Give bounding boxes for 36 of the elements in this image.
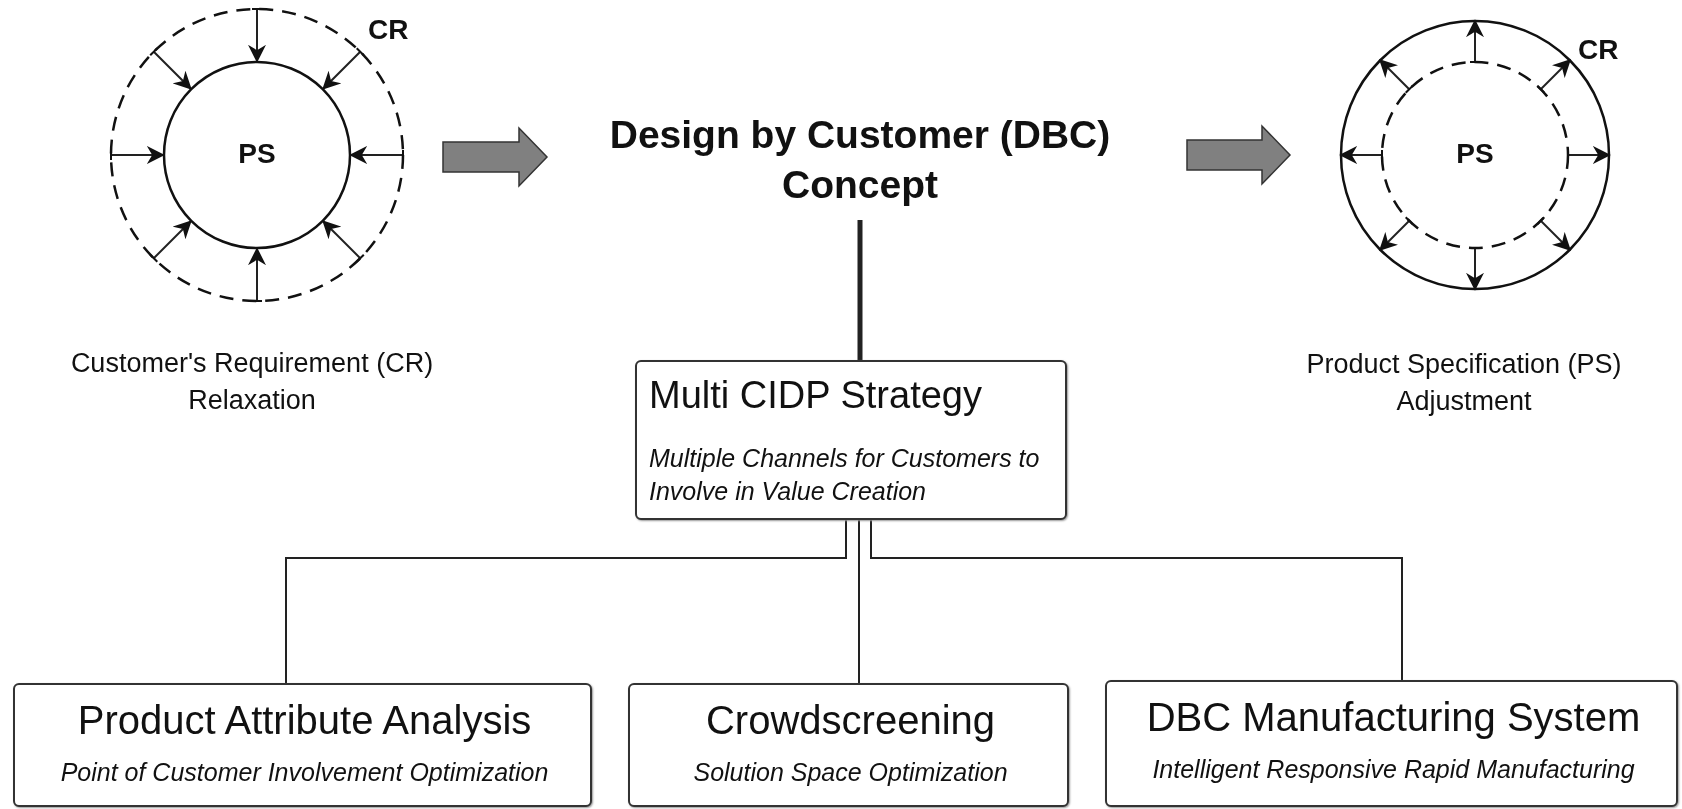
process-box [1105, 680, 1678, 807]
box-heading: Crowdscreening [705, 697, 996, 744]
node-label: Design by Customer (DBC) Concept [608, 112, 1112, 208]
connector-line [110, 146, 165, 164]
circle-label: PS [1455, 138, 1495, 170]
connector-line [1567, 146, 1611, 164]
connector-line [285, 519, 847, 684]
connector-line [248, 247, 266, 302]
box-heading: Product Attribute Analysis [76, 697, 533, 744]
node-label: Customer's Requirement (CR) Relaxation [69, 347, 435, 417]
box-subtitle: Intelligent Responsive Rapid Manufacturing [1151, 754, 1636, 785]
connector-line [322, 47, 365, 90]
connector-line [858, 519, 860, 684]
node-label: Product Specification (PS) Adjustment [1305, 348, 1623, 418]
box-heading: DBC Manufacturing System [1145, 694, 1642, 741]
box-heading: Multi CIDP Strategy [649, 373, 983, 418]
connector-line [870, 519, 1403, 681]
circle-label: CR [1578, 34, 1619, 66]
connector-line [248, 8, 266, 63]
connector-line [1466, 19, 1484, 63]
box-subtitle: Multiple Channels for Customers to Involve in Value Creation [649, 443, 1041, 507]
process-box [13, 683, 592, 807]
block-arrow [442, 126, 549, 188]
circle-label: CR [368, 14, 409, 46]
connector-line [1339, 146, 1383, 164]
circle-label: PS [237, 138, 277, 170]
process-box [628, 683, 1069, 807]
box-subtitle: Point of Customer Involvement Optimization [59, 757, 550, 788]
strategy-box [635, 360, 1067, 520]
block-arrow [1186, 124, 1292, 186]
connector-line [149, 47, 192, 90]
connector-line [349, 146, 404, 164]
box-subtitle: Solution Space Optimization [692, 757, 1009, 788]
connector-line [857, 220, 863, 360]
connector-line [1466, 247, 1484, 291]
connector-line [1378, 58, 1414, 94]
